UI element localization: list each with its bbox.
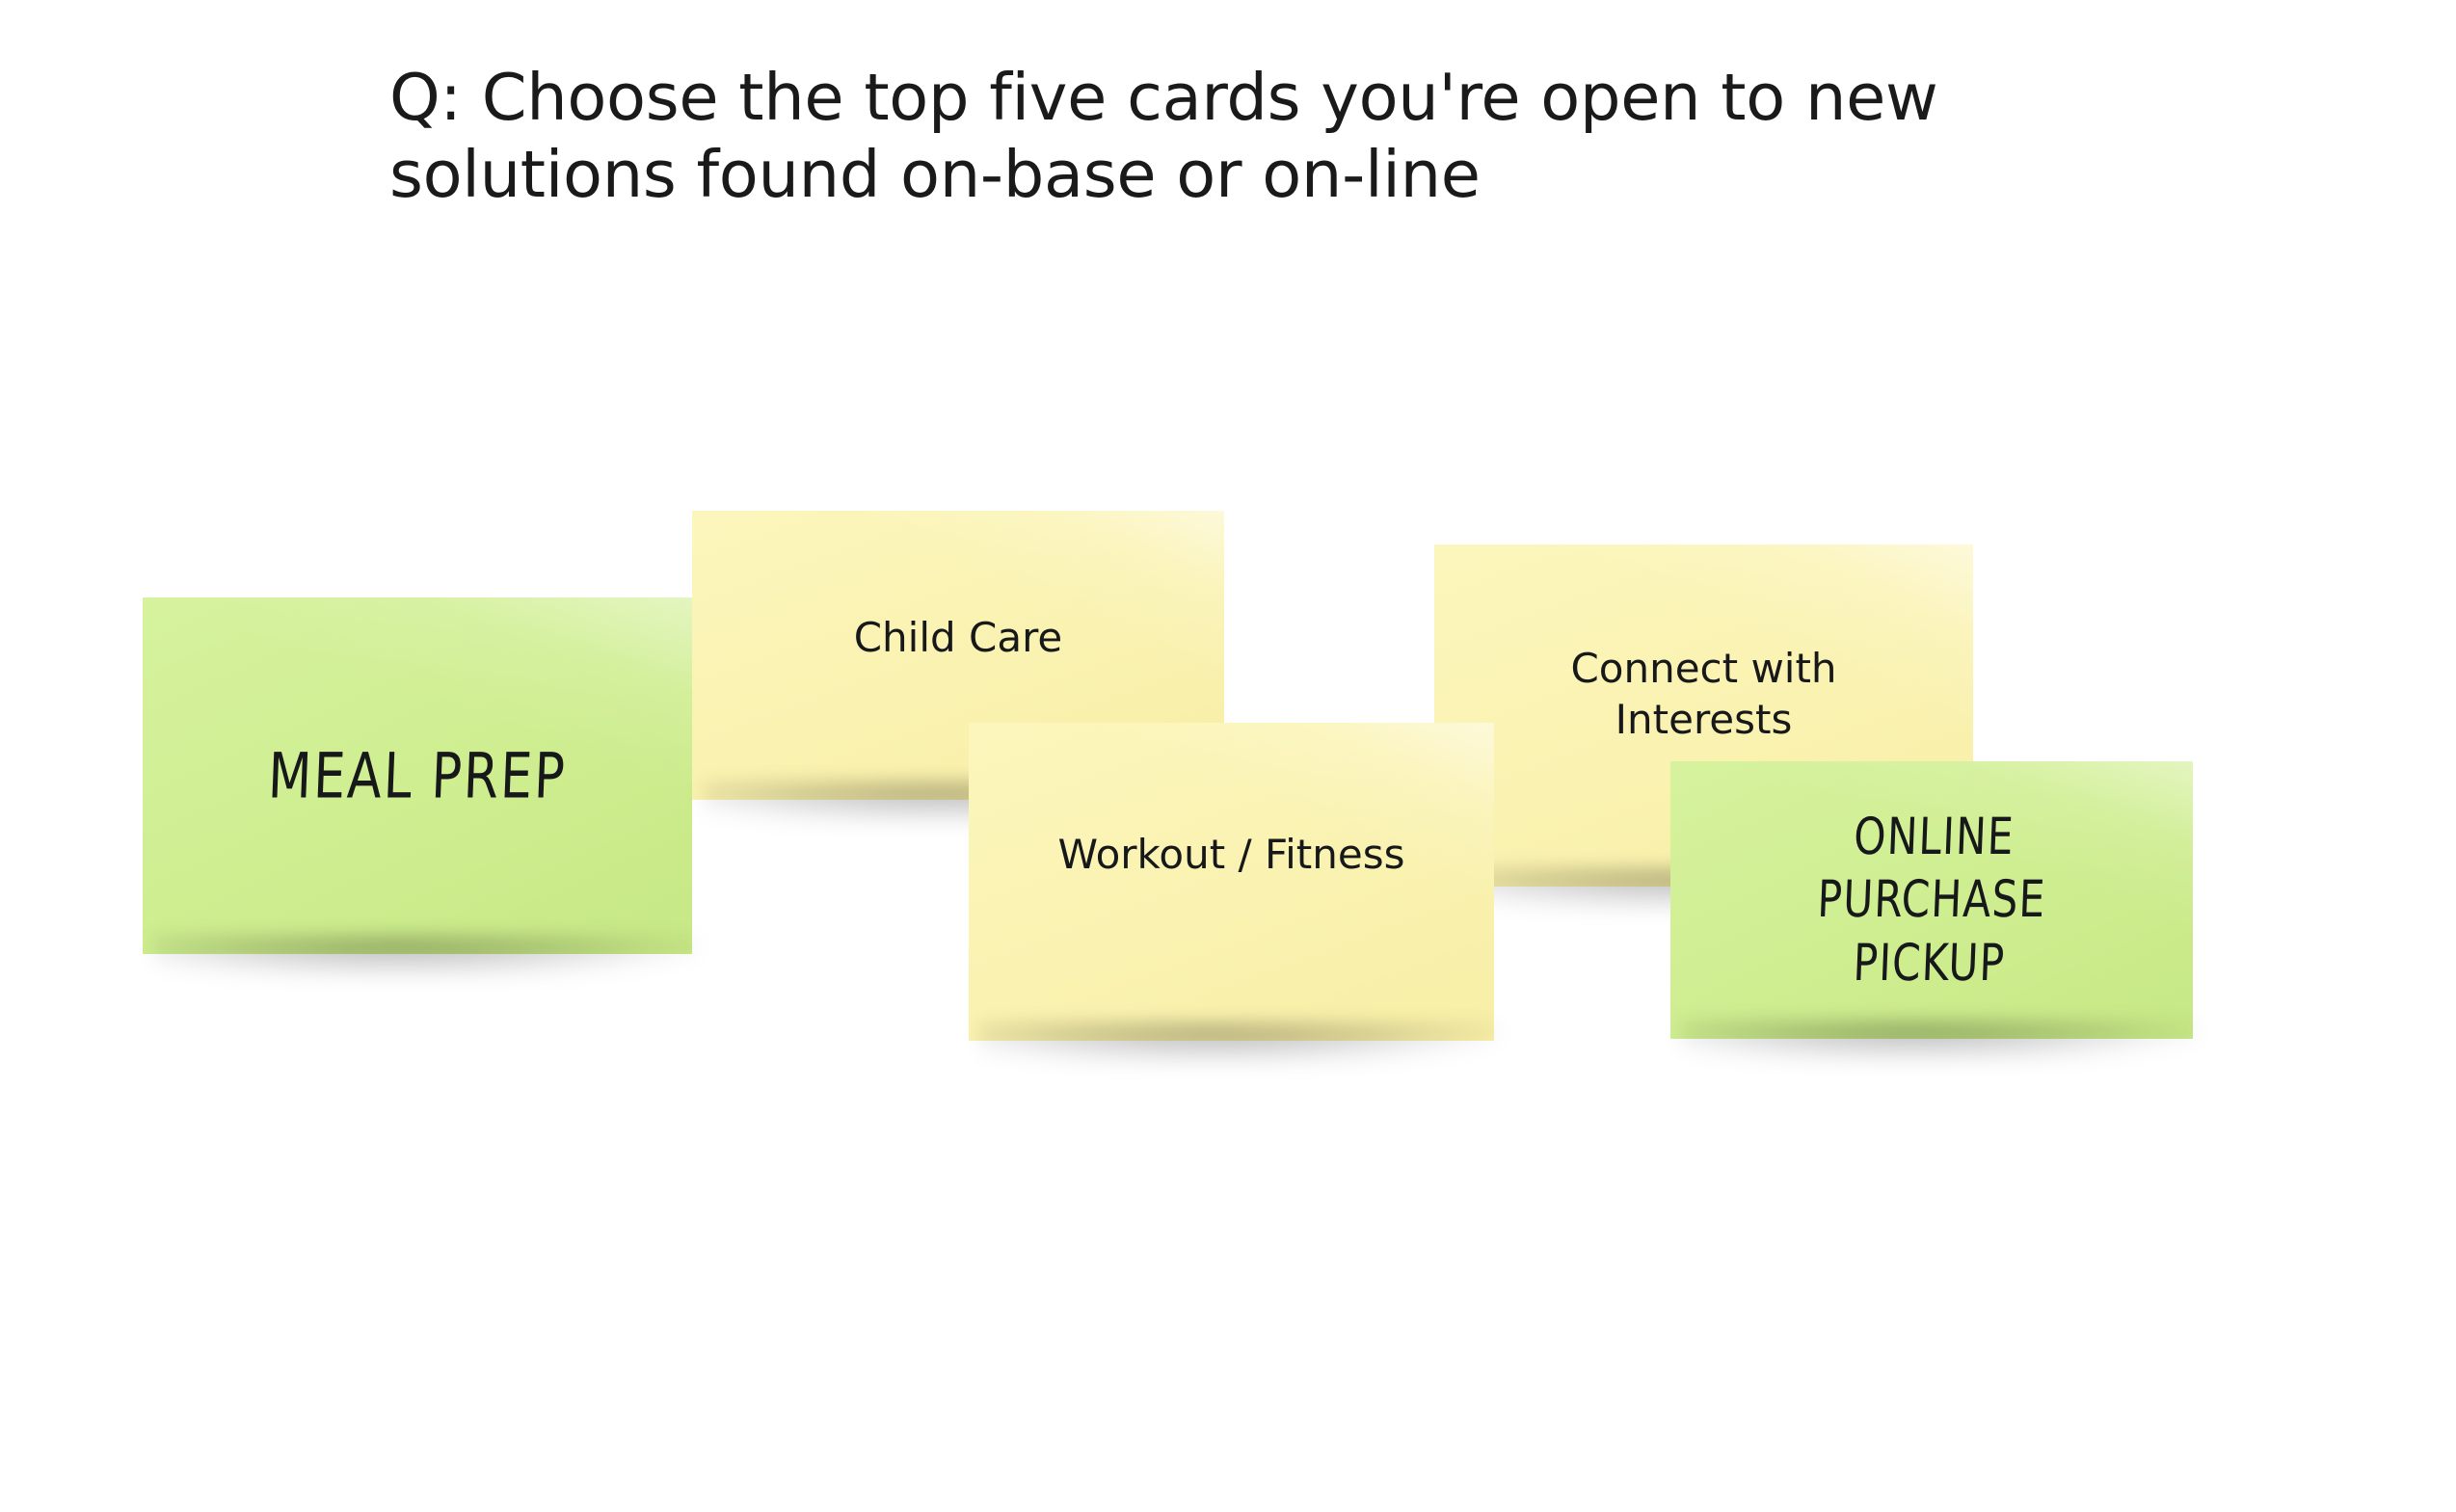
sticky-note-label: Connect with Interests [1570,644,1837,743]
sticky-note-workout-fitness[interactable]: Workout / Fitness [969,723,1494,1041]
sticky-note-label: Online Purchase Pickup [1816,807,2047,993]
sticky-note-child-care[interactable]: Child Care [692,511,1224,800]
sticky-note-label: Child Care [853,613,1063,661]
sticky-note-label: Meal Prep [266,738,569,812]
sticky-note-online-purchase-pickup[interactable]: Online Purchase Pickup [1670,761,2193,1039]
sticky-note-label: Workout / Fitness [1057,830,1405,878]
page-title: Q: Choose the top five cards you're open… [389,60,1938,212]
sticky-note-meal-prep[interactable]: Meal Prep [143,597,692,954]
